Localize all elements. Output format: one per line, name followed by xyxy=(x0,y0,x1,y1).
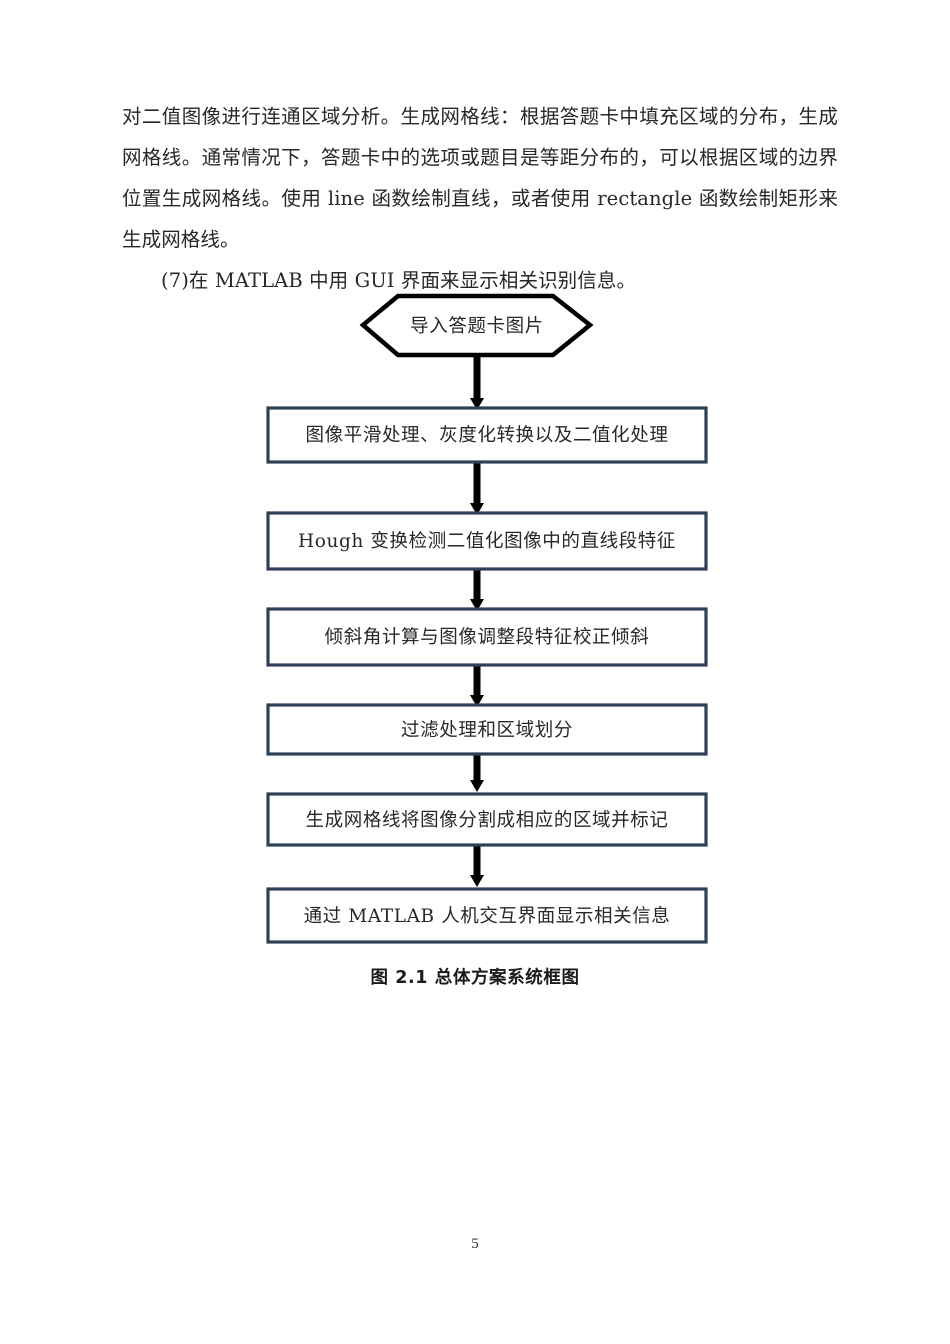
flow-node-hough-transform[interactable]: Hough 变换检测二值化图像中的直线段特征 xyxy=(266,511,708,571)
connector-n2-n3 xyxy=(470,569,484,611)
flow-node-filter-region-division[interactable]: 过滤处理和区域划分 xyxy=(266,703,708,756)
page-number: 5 xyxy=(471,1236,479,1252)
box-shape xyxy=(266,703,708,756)
figure-flowchart: 导入答题卡图片 图像平滑处理、灰度化转换以及二值化处理 Hough 变换检测二值… xyxy=(0,280,950,980)
flow-node-image-preprocess[interactable]: 图像平滑处理、灰度化转换以及二值化处理 xyxy=(266,406,708,464)
flow-node-matlab-gui-display[interactable]: 通过 MATLAB 人机交互界面显示相关信息 xyxy=(266,887,708,944)
flow-node-label: 倾斜角计算与图像调整段特征校正倾斜 xyxy=(325,627,650,648)
connector-n0-n1 xyxy=(470,354,484,410)
connector-n3-n4 xyxy=(470,665,484,707)
paragraph-gui-display: (7)在 MATLAB 中用 GUI 界面来显示相关识别信息。 xyxy=(161,269,637,292)
flow-node-label: 生成网格线将图像分割成相应的区域并标记 xyxy=(306,810,669,831)
flow-node-label: Hough 变换检测二值化图像中的直线段特征 xyxy=(298,531,676,552)
flow-node-label: 通过 MATLAB 人机交互界面显示相关信息 xyxy=(304,906,671,927)
connector-n5-n6 xyxy=(470,845,484,887)
box-shape xyxy=(266,792,708,847)
flow-node-label: 导入答题卡图片 xyxy=(410,316,544,337)
box-shape xyxy=(266,887,708,944)
box-shape xyxy=(266,607,708,667)
flow-node-import-answer-sheet[interactable]: 导入答题卡图片 xyxy=(359,293,594,358)
box-shape xyxy=(266,511,708,571)
figure-caption: 图 2.1 总体方案系统框图 xyxy=(370,968,580,988)
connector-n1-n2 xyxy=(470,462,484,515)
flowchart-canvas: 导入答题卡图片 图像平滑处理、灰度化转换以及二值化处理 Hough 变换检测二值… xyxy=(266,293,708,944)
flow-node-tilt-correction[interactable]: 倾斜角计算与图像调整段特征校正倾斜 xyxy=(266,607,708,667)
page-text-block: 对二值图像进行连通区域分析。生成网格线：根据答题卡中填充区域的分布，生成网格线。… xyxy=(122,96,838,301)
flowchart-connectors xyxy=(470,354,484,887)
flow-node-gridline-segmentation[interactable]: 生成网格线将图像分割成相应的区域并标记 xyxy=(266,792,708,847)
flow-node-label: 过滤处理和区域划分 xyxy=(401,720,573,741)
box-shape xyxy=(266,406,708,464)
flow-node-label: 图像平滑处理、灰度化转换以及二值化处理 xyxy=(306,425,669,446)
connector-n4-n5 xyxy=(470,754,484,792)
hexagon-shape xyxy=(359,293,594,358)
paragraph-connected-region-analysis: 对二值图像进行连通区域分析。生成网格线：根据答题卡中填充区域的分布，生成网格线。… xyxy=(122,105,838,251)
